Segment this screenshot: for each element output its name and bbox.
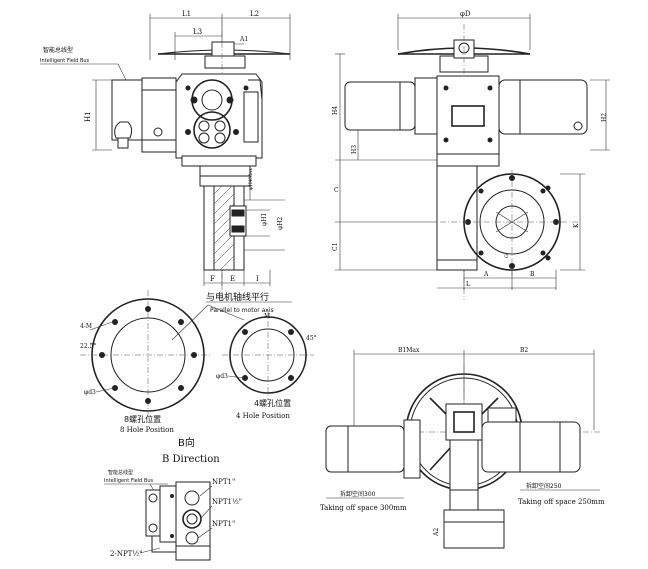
parallel-label-en: Parallel to motor axis — [210, 307, 274, 314]
dim-B1max: B1Max — [398, 347, 420, 354]
dim-M: M — [264, 313, 270, 320]
dim-H2: H2 — [601, 113, 608, 122]
dim-B: B — [530, 271, 535, 278]
takeoff-300-cn: 拆卸空间300 — [340, 490, 376, 498]
dim-I: I — [256, 275, 259, 283]
dim-A1: A1 — [239, 36, 248, 43]
front-view: L1 L2 L3 A1 智能总线型 Intelligent Field Bus … — [40, 10, 291, 300]
takeoff-250-cn: 拆卸空间250 — [526, 482, 562, 490]
dim-angle-45: 45° — [306, 335, 317, 342]
dim-4M: 4-M — [80, 323, 92, 330]
dim-L: L — [466, 281, 470, 288]
dim-phiH4max: φH4Max — [248, 168, 254, 190]
dim-H1: H1 — [84, 111, 92, 122]
front-label-cn: 智能总线型 — [43, 46, 73, 54]
dim-phiD: φD — [460, 10, 471, 18]
dim-phid3-left: φd3 — [84, 389, 96, 396]
b-dir-label-cn: 智能总线型 — [108, 469, 133, 476]
side-view: φD H2 — [332, 10, 610, 300]
dim-H3: H3 — [351, 145, 358, 154]
top-view: B1Max B2 拆卸空间300 Taking off space 300mm — [320, 347, 605, 549]
dim-F: F — [210, 275, 215, 283]
npt-top: NPT1" — [212, 478, 235, 486]
dim-phid3-right: φd3 — [216, 373, 228, 380]
dim-H4: H4 — [332, 106, 339, 115]
dim-C: C — [334, 187, 339, 194]
eight-hole-en: 8 Hole Position — [120, 426, 174, 434]
front-label-en: Intelligent Field Bus — [40, 58, 90, 64]
dim-C1: C1 — [332, 243, 339, 251]
four-hole-cn: 4螺孔位置 — [254, 398, 291, 408]
takeoff-300-en: Taking off space 300mm — [320, 504, 407, 512]
npt-low: NPT1" — [212, 520, 235, 528]
b-dir-title-cn: B向 — [178, 436, 195, 449]
dim-E: E — [230, 275, 235, 283]
dim-phiH2: φH2 — [277, 217, 284, 230]
four-hole-en: 4 Hole Position — [236, 412, 290, 420]
dim-A: A — [483, 271, 489, 278]
b-dir-label-en: Intelligent Field Bus — [104, 478, 154, 484]
dim-L3: L3 — [193, 28, 202, 36]
npt-left: 2-NPT½" — [110, 550, 142, 558]
flange-views: 与电机轴线平行 Parallel to motor axis 4-M 22.5°… — [80, 290, 317, 434]
parallel-label-cn: 与电机轴线平行 — [206, 291, 269, 303]
npt-mid: NPT1½" — [212, 498, 242, 506]
eight-hole-cn: 8螺孔位置 — [124, 414, 161, 424]
takeoff-250-en: Taking off space 250mm — [518, 498, 605, 506]
dim-K: K — [573, 223, 580, 228]
dim-angle-22-5: 22.5° — [80, 343, 96, 350]
dim-G: G — [504, 254, 510, 258]
dim-A2: A2 — [433, 528, 440, 537]
dim-L1: L1 — [182, 10, 191, 18]
b-direction-view: B向 B Direction 智能总线型 Intelligent Field B… — [104, 436, 242, 561]
dim-B2: B2 — [520, 347, 528, 354]
dim-L2: L2 — [250, 10, 259, 18]
dim-phiH1: φH1 — [261, 213, 268, 226]
b-dir-title-en: B Direction — [162, 454, 220, 465]
